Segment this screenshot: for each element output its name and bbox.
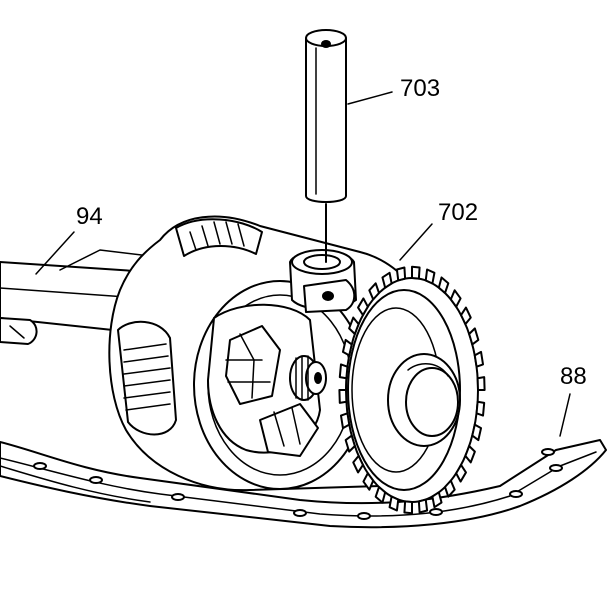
ring-gear-tooth <box>424 268 436 285</box>
gear-teeth-top <box>189 221 245 251</box>
ring-gear-tooth <box>388 495 400 512</box>
ring-gear-tooth <box>411 265 421 280</box>
ring-gear-tooth <box>338 363 349 380</box>
ring-gear-tooth <box>444 479 456 498</box>
callout-94: 94 <box>76 203 103 230</box>
ring-gear-tooth <box>341 338 353 357</box>
ring-gear-tooth <box>437 276 450 295</box>
pinion-pin-tool <box>305 29 347 263</box>
ring-gear-tooth <box>374 485 387 504</box>
leader-lines <box>35 91 571 437</box>
ring-gear-tooth <box>352 454 364 474</box>
ring-gear-tooth <box>403 500 413 515</box>
ring-gear-tooth <box>471 423 483 442</box>
ring-gear-tooth <box>455 463 467 483</box>
ring-gear-tooth <box>381 271 393 289</box>
ring-gear <box>338 265 486 515</box>
ring-gear-tooth <box>395 266 407 282</box>
ring-gear-tooth <box>464 445 476 464</box>
transaxle-pan <box>0 439 607 529</box>
ring-gear-tooth <box>449 289 462 308</box>
ring-gear-tooth <box>473 350 485 368</box>
ring-gear-tooth <box>476 376 486 391</box>
ring-gear-tooth <box>348 316 360 335</box>
ring-gear-tooth <box>368 282 380 301</box>
ring-gear-tooth <box>460 306 472 326</box>
ring-gear-teeth <box>338 265 486 515</box>
side-gear-left <box>123 343 171 411</box>
ring-gear-tooth <box>475 400 486 417</box>
ring-gear-tooth <box>344 434 356 453</box>
ring-gear-tooth <box>357 297 369 317</box>
callout-88: 88 <box>560 363 587 390</box>
ring-gear-tooth <box>339 412 351 430</box>
ring-gear-tooth <box>431 491 443 509</box>
ring-gear-tooth <box>468 327 480 346</box>
callout-702: 702 <box>438 199 478 226</box>
ring-gear-tooth <box>417 498 429 514</box>
ring-gear-tooth <box>338 389 348 404</box>
ring-gear-tooth <box>362 472 375 491</box>
callout-703: 703 <box>400 75 440 102</box>
